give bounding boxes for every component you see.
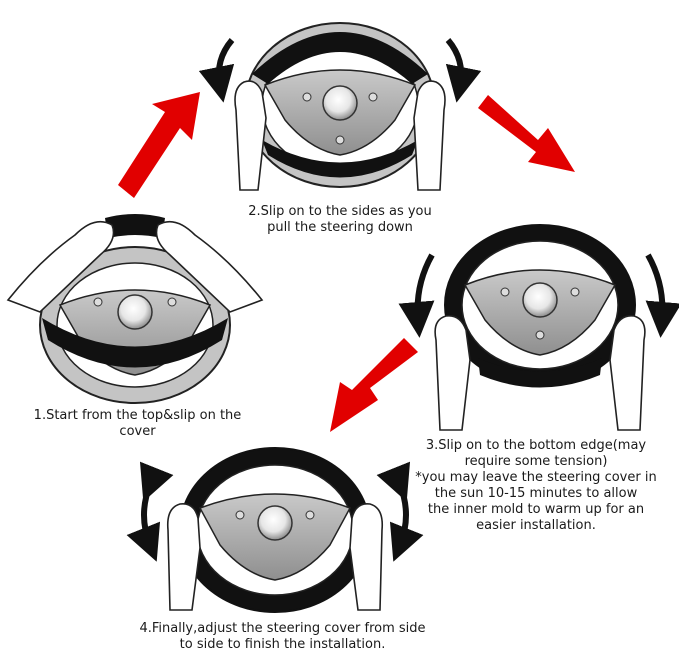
step-3-illustration bbox=[398, 224, 679, 431]
caption-line: require some tension) bbox=[464, 454, 608, 469]
steering-wheel-icon bbox=[179, 447, 371, 613]
caption-line: pull the steering down bbox=[267, 220, 413, 235]
step-2-illustration bbox=[198, 22, 482, 191]
caption-line: the inner mold to warm up for an bbox=[427, 502, 645, 517]
caption-line: easier installation. bbox=[476, 518, 596, 533]
caption-line: 2.Slip on to the sides as you bbox=[248, 204, 432, 219]
curved-arrow-icon bbox=[198, 38, 235, 103]
step-4-caption: 4.Finally,adjust the steering cover from… bbox=[110, 621, 455, 653]
caption-line: to side to finish the installation. bbox=[179, 637, 386, 652]
cover-top bbox=[105, 214, 165, 238]
step-3-caption: 3.Slip on to the bottom edge(may require… bbox=[395, 438, 677, 534]
hand-icon bbox=[234, 80, 446, 191]
caption-line: the sun 10-15 minutes to allow bbox=[434, 486, 638, 501]
red-arrow-icon bbox=[330, 338, 418, 432]
cover-top bbox=[252, 32, 428, 84]
caption-line: 4.Finally,adjust the steering cover from… bbox=[139, 621, 426, 636]
red-arrow-icon bbox=[118, 92, 200, 198]
red-arrow-icon bbox=[478, 95, 575, 172]
step-2-caption: 2.Slip on to the sides as you pull the s… bbox=[230, 204, 450, 236]
hand-icon bbox=[6, 220, 264, 313]
curved-arrow-icon bbox=[398, 253, 435, 338]
hand-icon bbox=[166, 502, 384, 611]
step-4-illustration bbox=[126, 447, 424, 613]
double-arrow-icon bbox=[126, 461, 424, 562]
step-1-illustration bbox=[6, 214, 264, 404]
hand-icon bbox=[434, 314, 646, 431]
caption-line: cover bbox=[119, 424, 156, 439]
curved-arrow-icon bbox=[445, 38, 482, 103]
curved-arrow-icon bbox=[645, 253, 679, 338]
steering-wheel-icon bbox=[444, 224, 636, 386]
caption-line: 1.Start from the top&slip on the bbox=[33, 408, 242, 423]
cover-band bbox=[262, 140, 418, 178]
caption-line: 3.Slip on to the bottom edge(may bbox=[425, 438, 647, 453]
step-1-caption: 1.Start from the top&slip on the cover bbox=[10, 408, 265, 440]
caption-line: *you may leave the steering cover in bbox=[415, 470, 657, 485]
cover-bottom bbox=[478, 358, 602, 388]
cover-band bbox=[42, 318, 228, 368]
